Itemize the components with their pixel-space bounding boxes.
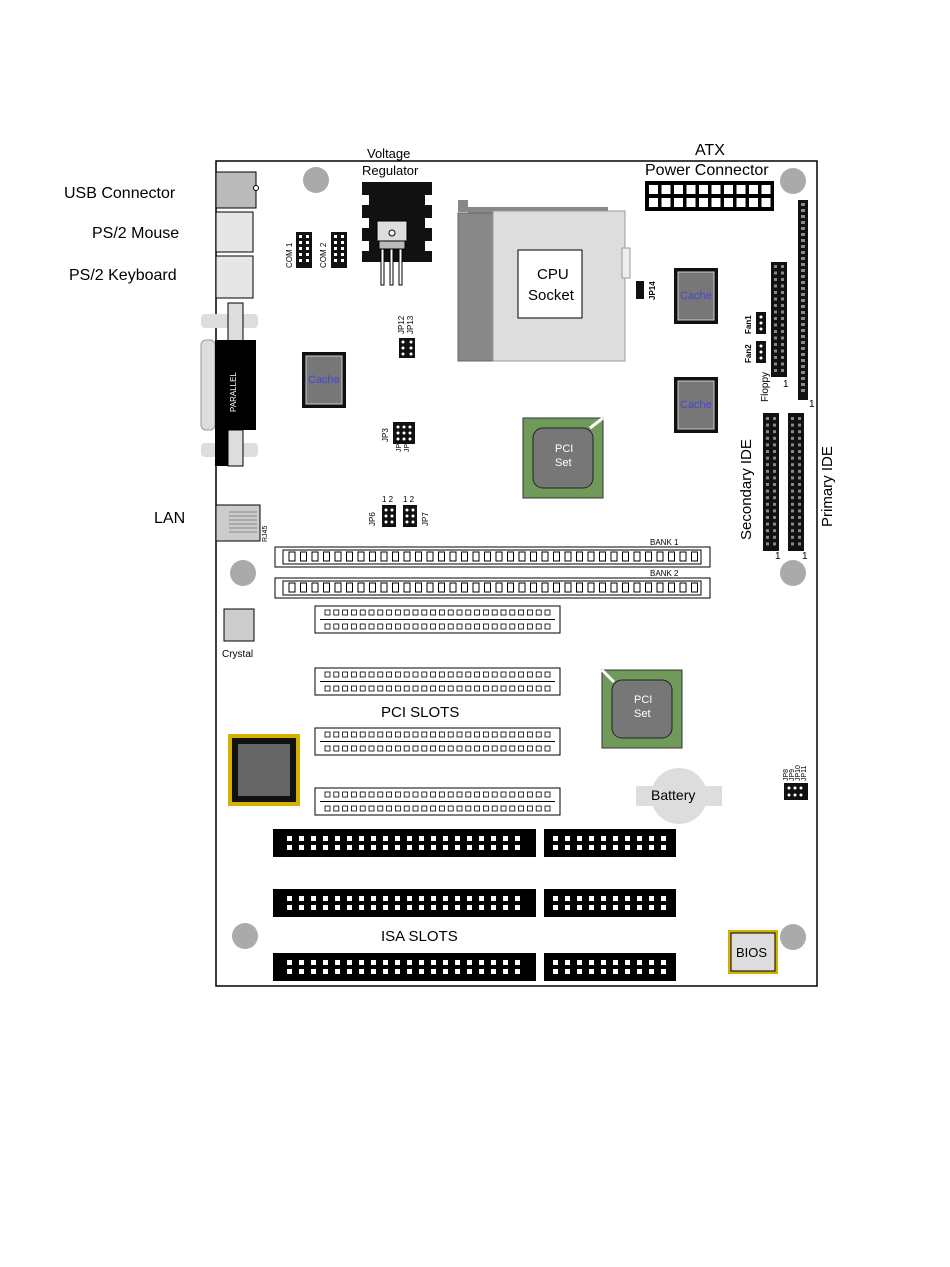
dimm-bank-1 <box>274 546 711 568</box>
atx-label: ATX <box>695 142 725 159</box>
primary-ide-pin1-label: 1 <box>802 551 808 562</box>
jp7-header <box>403 505 417 527</box>
rj45-label: RJ45 <box>262 525 269 542</box>
cache-label-left: Cache <box>308 374 340 386</box>
pci-slot <box>314 667 561 696</box>
pci-set-north-line2: Set <box>555 457 572 469</box>
mounting-holes <box>230 167 806 950</box>
ps2-mouse-label: PS/2 Mouse <box>92 225 180 242</box>
cache-chip-left <box>302 352 346 408</box>
pci-set-chip-south <box>600 668 683 749</box>
com1-label: COM 1 <box>285 242 294 268</box>
com2-header <box>331 232 347 268</box>
jp8-jp11-jumpers <box>784 783 808 800</box>
pci-set-north-line1: PCI <box>555 443 574 455</box>
isa-slot <box>273 889 676 917</box>
pci-slots <box>314 605 561 816</box>
isa-slot <box>273 953 676 981</box>
long-header-right <box>798 200 808 400</box>
lan-port <box>215 504 261 542</box>
pci-slot <box>314 787 561 816</box>
jp14-label: JP14 <box>648 281 657 300</box>
atx-power-connector <box>645 181 774 211</box>
crystal-label: Crystal <box>222 649 254 660</box>
jp3-label: JP3 <box>381 428 390 442</box>
isa-slots-label: ISA SLOTS <box>381 928 458 945</box>
primary-ide-label: Primary IDE <box>819 446 836 527</box>
primary-ide-connector <box>788 413 804 551</box>
super-io-chip <box>228 734 300 806</box>
jp4-label: JP4 <box>396 439 403 452</box>
fan2-header <box>756 341 766 363</box>
pci-slot <box>314 727 561 756</box>
cpu-label: CPU <box>537 266 569 283</box>
jp6-header <box>382 505 396 527</box>
floppy-pin1-label: 1 <box>783 379 789 390</box>
cache-label-bottom-right: Cache <box>680 399 712 411</box>
jp11-label: JP11 <box>801 765 808 781</box>
jp3-jp4-jp5-jumpers <box>393 422 415 444</box>
jp6-pin-label: 1 2 <box>382 495 394 504</box>
isa-slot <box>273 829 676 857</box>
voltage-label: Voltage <box>367 146 411 161</box>
cache-chip-top-right <box>674 268 718 324</box>
jp12-jp13-jumpers <box>399 338 415 358</box>
parallel-label: PARALLEL <box>229 372 238 412</box>
pci-set-south-line1: PCI <box>634 694 653 706</box>
usb-connector <box>215 171 259 209</box>
secondary-ide-label: Secondary IDE <box>738 439 755 540</box>
secondary-ide-pin1-label: 1 <box>775 551 781 562</box>
bios-label: BIOS <box>736 945 768 960</box>
socket-label: Socket <box>528 287 574 304</box>
pci-set-chip-north <box>522 416 604 499</box>
ps2-keyboard-port <box>215 255 254 299</box>
pci-set-south-line2: Set <box>634 708 651 720</box>
crystal <box>223 608 255 642</box>
battery <box>636 768 722 824</box>
power-connector-label: Power Connector <box>645 162 769 179</box>
bank2-label: BANK 2 <box>650 569 679 578</box>
jp12-label: JP12 <box>397 315 406 334</box>
voltage-regulator <box>362 182 432 286</box>
com1-header <box>296 232 312 268</box>
cache-chip-bottom-right <box>674 377 718 433</box>
floppy-connector <box>771 262 787 377</box>
fan1-header <box>756 312 766 334</box>
pci-slots-label: PCI SLOTS <box>381 704 460 721</box>
ps2-keyboard-label: PS/2 Keyboard <box>69 267 177 284</box>
battery-label: Battery <box>651 787 696 803</box>
regulator-label: Regulator <box>362 163 419 178</box>
fan1-label: Fan1 <box>744 315 753 334</box>
jp5-label: JP5 <box>404 439 411 452</box>
floppy-label: Floppy <box>760 371 771 402</box>
lan-label: LAN <box>154 510 186 527</box>
pci-slot <box>314 605 561 634</box>
jp7-pin-label: 1 2 <box>403 495 415 504</box>
fan2-label: Fan2 <box>744 344 753 363</box>
usb-connector-label: USB Connector <box>64 185 176 202</box>
jp13-label: JP13 <box>406 315 415 334</box>
secondary-ide-connector <box>763 413 779 551</box>
jp14-header <box>636 281 644 299</box>
bios-chip <box>728 930 778 974</box>
long-header-pin1-label: 1 <box>809 399 815 410</box>
cache-label-top-right: Cache <box>680 290 712 302</box>
jp6-label: JP6 <box>368 512 377 526</box>
dimm-bank-2 <box>274 577 711 599</box>
ps2-mouse-port <box>215 211 254 253</box>
parallel-port <box>200 302 258 467</box>
bank1-label: BANK 1 <box>650 538 679 547</box>
jp7-label: JP7 <box>421 512 430 526</box>
isa-slots <box>273 829 676 981</box>
com2-label: COM 2 <box>319 242 328 268</box>
cpu-socket <box>457 200 631 362</box>
